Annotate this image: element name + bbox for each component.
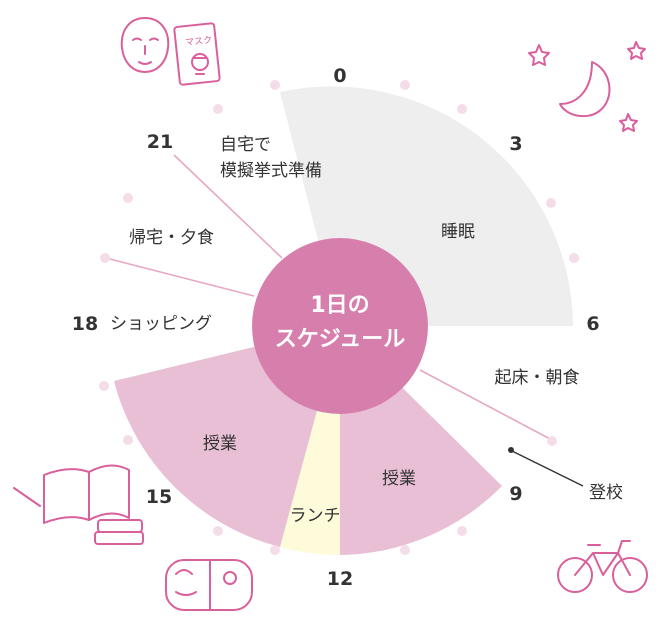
label-class-pm: 授業 bbox=[203, 434, 237, 454]
dial-dot bbox=[270, 80, 280, 90]
hour-21: 21 bbox=[147, 131, 173, 153]
dial-dot bbox=[400, 80, 410, 90]
center-circle bbox=[252, 238, 428, 414]
hour-12: 12 bbox=[327, 568, 353, 590]
leader-lines bbox=[105, 154, 553, 441]
dial-dot bbox=[123, 193, 133, 203]
dial-dot bbox=[569, 253, 579, 263]
hour-9: 9 bbox=[509, 483, 522, 505]
dial-dot bbox=[123, 435, 133, 445]
dial-dot bbox=[457, 104, 467, 114]
center-title-line2: スケジュール bbox=[275, 327, 405, 352]
face-mask-icon bbox=[120, 17, 170, 73]
label-wake: 起床・朝食 bbox=[495, 368, 580, 388]
hour-3: 3 bbox=[509, 133, 522, 155]
label-home-dinner: 帰宅・夕食 bbox=[129, 228, 214, 248]
hour-18: 18 bbox=[72, 313, 98, 335]
dial-dots bbox=[99, 80, 579, 555]
moon-stars-icon bbox=[528, 41, 646, 132]
dial-dot bbox=[546, 198, 556, 208]
dial-dot bbox=[400, 545, 410, 555]
label-sleep: 睡眠 bbox=[441, 222, 475, 242]
bento-box-icon bbox=[165, 559, 253, 611]
label-home-prep-line1: 自宅で bbox=[220, 135, 271, 155]
hour-6: 6 bbox=[586, 313, 599, 335]
dial-dot bbox=[547, 436, 557, 446]
books-icon bbox=[13, 464, 144, 545]
leader-commute bbox=[511, 450, 584, 487]
leader-wake bbox=[419, 369, 553, 441]
center-title-line1: 1日の bbox=[310, 293, 369, 318]
hour-0: 0 bbox=[333, 65, 346, 87]
dial-dot bbox=[99, 381, 109, 391]
leader-18 bbox=[105, 257, 255, 297]
mask-package-text: マスク bbox=[185, 35, 213, 49]
mask-package-icon bbox=[173, 22, 221, 86]
hour-15: 15 bbox=[146, 486, 172, 508]
dial-dot bbox=[100, 253, 110, 263]
commute-dot bbox=[508, 447, 514, 453]
label-home-prep-line2: 模擬挙式準備 bbox=[220, 161, 322, 181]
leader-21 bbox=[173, 154, 283, 259]
label-shopping: ショッピング bbox=[110, 314, 212, 334]
label-lunch: ランチ bbox=[290, 506, 341, 526]
dial-dot bbox=[213, 526, 223, 536]
bicycle-icon bbox=[557, 540, 648, 593]
label-commute: 登校 bbox=[589, 483, 623, 503]
dial-dot bbox=[270, 545, 280, 555]
dial-dot bbox=[213, 104, 223, 114]
label-class-am: 授業 bbox=[382, 469, 416, 489]
dial-dot bbox=[457, 526, 467, 536]
